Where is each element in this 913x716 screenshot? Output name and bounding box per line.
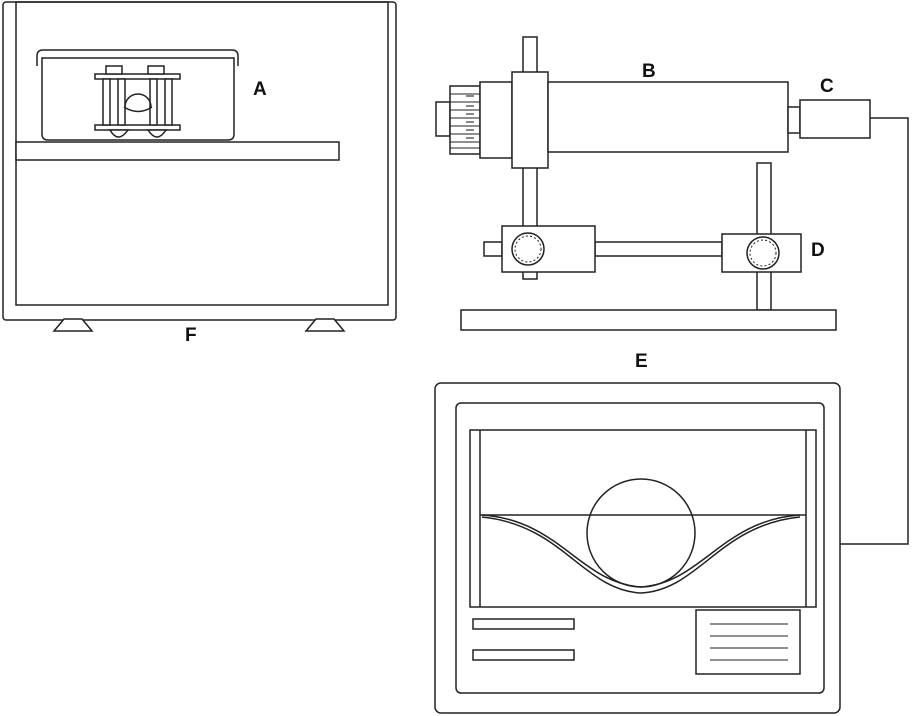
label-e: E [635,351,648,372]
label-a: A [253,79,267,100]
camera-cable [840,117,909,545]
monitor-e [434,382,841,714]
cabinet-foot-right [304,318,346,332]
stand-base [460,309,837,331]
info-panel [695,609,801,675]
label-c: C [820,76,834,97]
label-f: F [185,325,197,346]
clamp-knob-left [511,232,545,266]
label-d: D [811,240,825,261]
sample-holder-a [36,49,239,141]
tube-clamp [511,71,549,169]
barrel [547,81,789,153]
optical-tube-b [435,36,801,280]
display-screen [469,429,817,608]
camera-c [799,99,871,139]
readout-field-2 [472,649,575,661]
stand-d [460,162,837,331]
label-b: B [642,61,656,82]
cabinet-f [2,1,397,332]
cabinet-foot-left [52,318,94,332]
clamp-knob-right [746,236,780,270]
readout-field-1 [472,618,575,630]
focus-knob [449,85,481,155]
